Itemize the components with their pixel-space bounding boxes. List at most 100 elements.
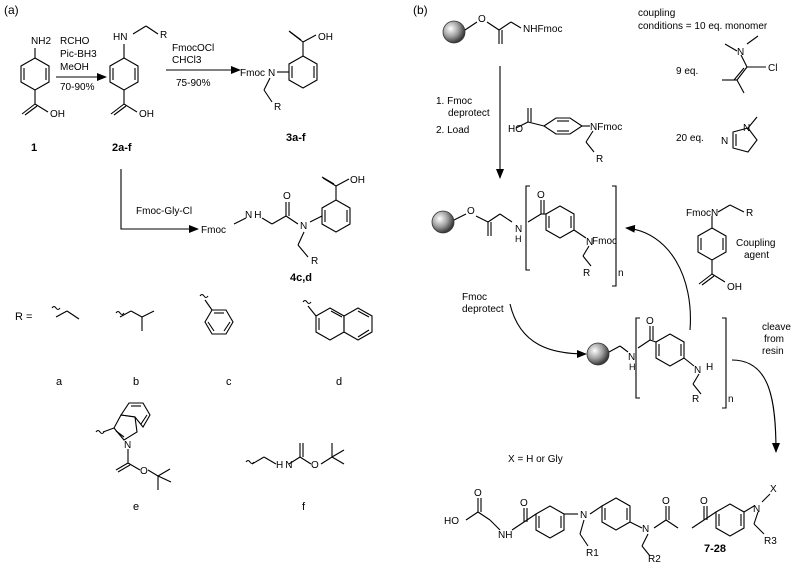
arrow-fmoc-deprotect	[509, 303, 587, 358]
panel-label-b: (b)	[413, 3, 428, 17]
r-label-f: f	[302, 501, 306, 513]
deprotected-r: R	[692, 394, 699, 405]
step2-reagent-1: CHCl3	[172, 55, 202, 66]
r-group-f-boc-aminoethyl	[245, 443, 345, 465]
coupling-conditions-line2: conditions = 10 eq. monomer	[638, 21, 768, 32]
compound-4-nh: N H	[245, 210, 261, 221]
load-monomer-nfmoc: NFmoc	[590, 122, 622, 133]
compound-4-oh: OH	[350, 175, 365, 186]
compound-4-n: N	[300, 221, 307, 232]
resin-start-o: O	[478, 14, 486, 25]
final-r1: R1	[586, 548, 599, 559]
deprotected-n: N	[694, 365, 701, 376]
deprotected-n-sub: n	[728, 394, 734, 405]
step2-reagents: FmocOCl CHCl3 75-90%	[172, 43, 214, 89]
step-fmoc: 1. Fmoc	[436, 96, 472, 107]
step1-reagent-1: Pic-BH3	[60, 49, 97, 60]
r-group-a-ethyl	[51, 305, 80, 320]
compound-1-oh: OH	[50, 109, 65, 120]
compound-4-r: R	[311, 256, 318, 267]
compound-4-id: 4c,d	[290, 272, 312, 284]
compound-2-structure	[109, 25, 159, 116]
loaded-resin-n: N	[586, 237, 593, 248]
step-load: 2. Load	[436, 125, 469, 136]
r-label-e: e	[133, 501, 139, 513]
final-product-structure	[465, 493, 771, 557]
step1-reagents: RCHO Pic-BH3 MeOH 70-90%	[60, 36, 97, 93]
compound-3-id: 3a-f	[286, 132, 306, 144]
compound-1-nh2: NH2	[31, 36, 51, 47]
fmoc-deprotect-line2: deprotect	[462, 304, 504, 315]
step2-reagent-0: FmocOCl	[172, 43, 214, 54]
coupling-conditions-line1: coupling	[638, 8, 675, 19]
ghosez-reagent-structure	[722, 35, 766, 94]
compound-2-id: 2a-f	[112, 142, 132, 154]
cleave-line1: cleave	[762, 322, 791, 333]
load-monomer-r: R	[596, 154, 603, 165]
deprotected-h: H	[629, 362, 636, 372]
r-group-e-n: N	[124, 440, 131, 451]
coupling-monomer-oh: OH	[727, 282, 742, 293]
r-group-d-naphthyl	[302, 299, 373, 341]
resin-start-nhfmoc: NHFmoc	[523, 24, 562, 35]
r-group-c-phenyl	[199, 293, 234, 335]
deprotected-o: O	[646, 316, 654, 327]
deprotected-h2: H	[706, 362, 713, 373]
x-definition: X = H or Gly	[508, 454, 563, 465]
cleave-line2: from	[764, 334, 784, 345]
r-group-b-isobutyl	[115, 310, 155, 331]
coupling-agent-line1: Coupling	[736, 238, 775, 249]
ghosez-n: N	[737, 47, 744, 58]
compound-4-structure	[233, 176, 351, 258]
r-group-e-boc-indolylmethyl	[95, 402, 172, 490]
r-group-f-hn: H N	[276, 460, 292, 471]
arrow-coupling-cycle	[625, 224, 691, 331]
deprotected-nh: N	[628, 352, 635, 363]
final-o4: O	[700, 496, 708, 507]
coupling-agent-line2: agent	[744, 250, 769, 261]
load-monomer-structure	[515, 108, 595, 153]
loaded-resin-h: H	[515, 234, 522, 244]
final-o3: O	[662, 496, 670, 507]
final-id: 7-28	[704, 543, 726, 555]
final-nh: NH	[498, 530, 512, 541]
step1-reagent-0: RCHO	[60, 36, 90, 47]
step1-reagent-2: MeOH	[60, 62, 89, 73]
compound-3-structure	[263, 30, 318, 103]
compound-4-o: O	[283, 191, 291, 202]
resin-bead-start	[442, 20, 466, 44]
loaded-resin-n-sub: n	[618, 268, 624, 279]
compound-2-oh: OH	[139, 109, 154, 120]
loaded-resin-o: O	[467, 206, 475, 217]
compound-3-n: N	[268, 68, 275, 79]
cleave-line3: resin	[762, 346, 784, 357]
methylimidazole-n1: N	[743, 123, 750, 134]
final-r2: R2	[648, 554, 661, 564]
deprotected-resin-structure	[608, 317, 727, 409]
coupling-monomer-fmocn: FmocN	[686, 208, 718, 219]
final-o1: O	[474, 488, 482, 499]
r-group-f-o: O	[311, 460, 319, 471]
final-n3: N	[753, 504, 760, 515]
r-label-d: d	[336, 376, 342, 388]
load-monomer-ho: HO	[508, 124, 523, 135]
compound-3-oh: OH	[318, 32, 333, 43]
eq20-label: 20 eq.	[676, 133, 704, 144]
compound-3-r: R	[274, 102, 281, 113]
resin-bead-loaded	[431, 210, 455, 234]
arrow-2-to-4	[120, 169, 199, 233]
r-label-b: b	[133, 376, 139, 388]
loaded-resin-structure	[453, 185, 617, 287]
final-r3: R3	[764, 536, 777, 547]
compound-4-fmoc: Fmoc	[201, 225, 226, 236]
final-ho: HO	[444, 516, 459, 527]
final-n2: N	[642, 524, 649, 535]
methylimidazole-n3: N	[721, 136, 728, 147]
step2-reagent-2: 75-90%	[176, 78, 211, 89]
compound-1-id: 1	[31, 142, 37, 154]
ghosez-cl: Cl	[768, 63, 777, 74]
loaded-resin-nh: N	[515, 224, 522, 235]
resin-start-linker	[464, 21, 522, 44]
resin-bead-deprotected	[586, 342, 610, 366]
